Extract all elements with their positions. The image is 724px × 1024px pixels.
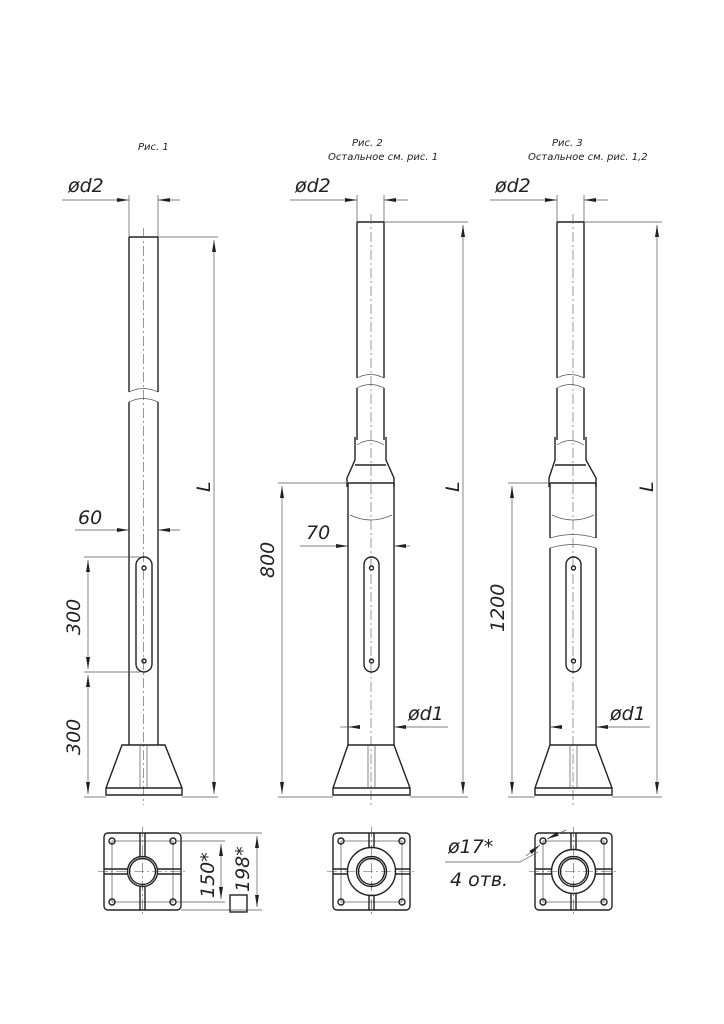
figure-1-caption: Рис. 1 bbox=[138, 142, 169, 153]
figure-1-slot-width: 60 bbox=[78, 507, 102, 529]
base-plate-view-2 bbox=[327, 827, 416, 916]
figure-1-length: L bbox=[193, 481, 215, 492]
figure-2-caption: Рис. 2 bbox=[352, 138, 383, 149]
pole-2 bbox=[332, 214, 411, 805]
figure-1-d2-label: ød2 bbox=[67, 175, 104, 197]
figure-2-d1-label: ød1 bbox=[407, 703, 444, 725]
pole-1 bbox=[105, 228, 183, 805]
figure-3-d1-label: ød1 bbox=[609, 703, 646, 725]
figure-2-d2-label: ød2 bbox=[294, 175, 331, 197]
figure-2-slot-width: 70 bbox=[306, 522, 330, 544]
figure-1-slot-height: 300 bbox=[63, 599, 85, 635]
figure-3-note: Остальное см. рис. 1,2 bbox=[528, 152, 648, 163]
slot-2 bbox=[363, 556, 380, 673]
hole-spacing-label: 150* bbox=[197, 852, 219, 898]
figure-3-sleeve-height: 1200 bbox=[487, 584, 509, 632]
figure-2-sleeve-height: 800 bbox=[257, 542, 279, 578]
figure-2-length: L bbox=[442, 481, 464, 492]
hole-count-label: 4 отв. bbox=[450, 869, 508, 891]
base-plate-view-1: 150* 198* bbox=[98, 827, 262, 916]
slot-1 bbox=[135, 556, 153, 673]
figure-3: Рис. 3 Остальное см. рис. 1,2 ød2 L 1200… bbox=[487, 138, 662, 805]
base-plate-view-3: ø17* 4 отв. bbox=[445, 827, 618, 916]
figure-3-d2-label: ød2 bbox=[494, 175, 531, 197]
square-symbol-icon bbox=[229, 894, 248, 913]
plate-size-label: 198* bbox=[232, 846, 254, 892]
figure-3-caption: Рис. 3 bbox=[552, 138, 583, 149]
figure-2-note: Остальное см. рис. 1 bbox=[328, 152, 438, 163]
figure-2: Рис. 2 Остальное см. рис. 1 ød2 L 800 70… bbox=[257, 138, 468, 805]
figure-3-length: L bbox=[636, 481, 658, 492]
pole-3 bbox=[534, 214, 613, 805]
figure-1-slot-offset: 300 bbox=[63, 719, 85, 755]
slot-3 bbox=[565, 556, 582, 673]
figure-1: Рис. 1 ød2 L 60 300 300 bbox=[62, 142, 218, 805]
hole-diameter-label: ø17* bbox=[447, 836, 493, 858]
